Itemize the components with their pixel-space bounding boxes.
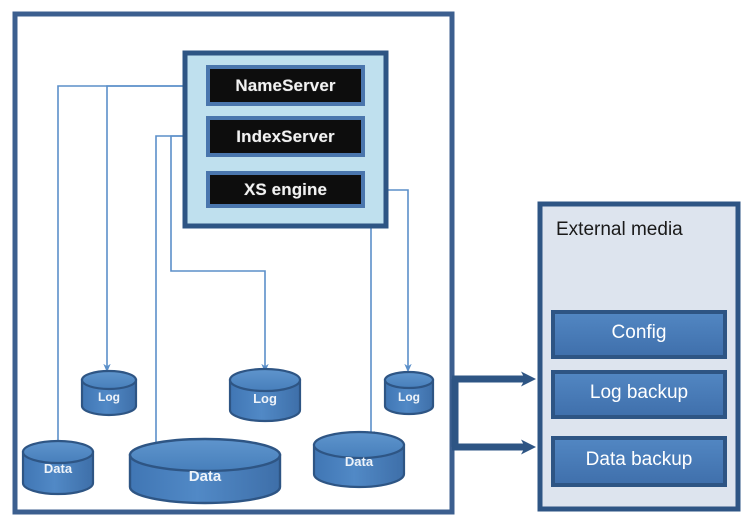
server-box-xsengine-shape[interactable] [206,171,365,208]
cylinder-log-2 [228,367,302,423]
connector-indexserver-to-log [170,135,269,373]
server-box-nameserver-shape[interactable] [206,65,365,106]
cylinder-data-1 [21,439,95,496]
cylinder-data-3 [312,430,406,489]
connector-nameserver-to-log [103,85,200,373]
cylinder-data-2 [128,437,282,505]
cylinder-log-1 [80,369,138,417]
server-box-indexserver-shape[interactable] [206,116,365,157]
backup-box-config-shape[interactable] [551,310,727,359]
cylinder-log-3 [383,370,435,416]
backup-arrows [451,371,536,455]
backup-box-log-shape[interactable] [551,370,727,419]
backup-box-data-shape[interactable] [551,436,727,487]
